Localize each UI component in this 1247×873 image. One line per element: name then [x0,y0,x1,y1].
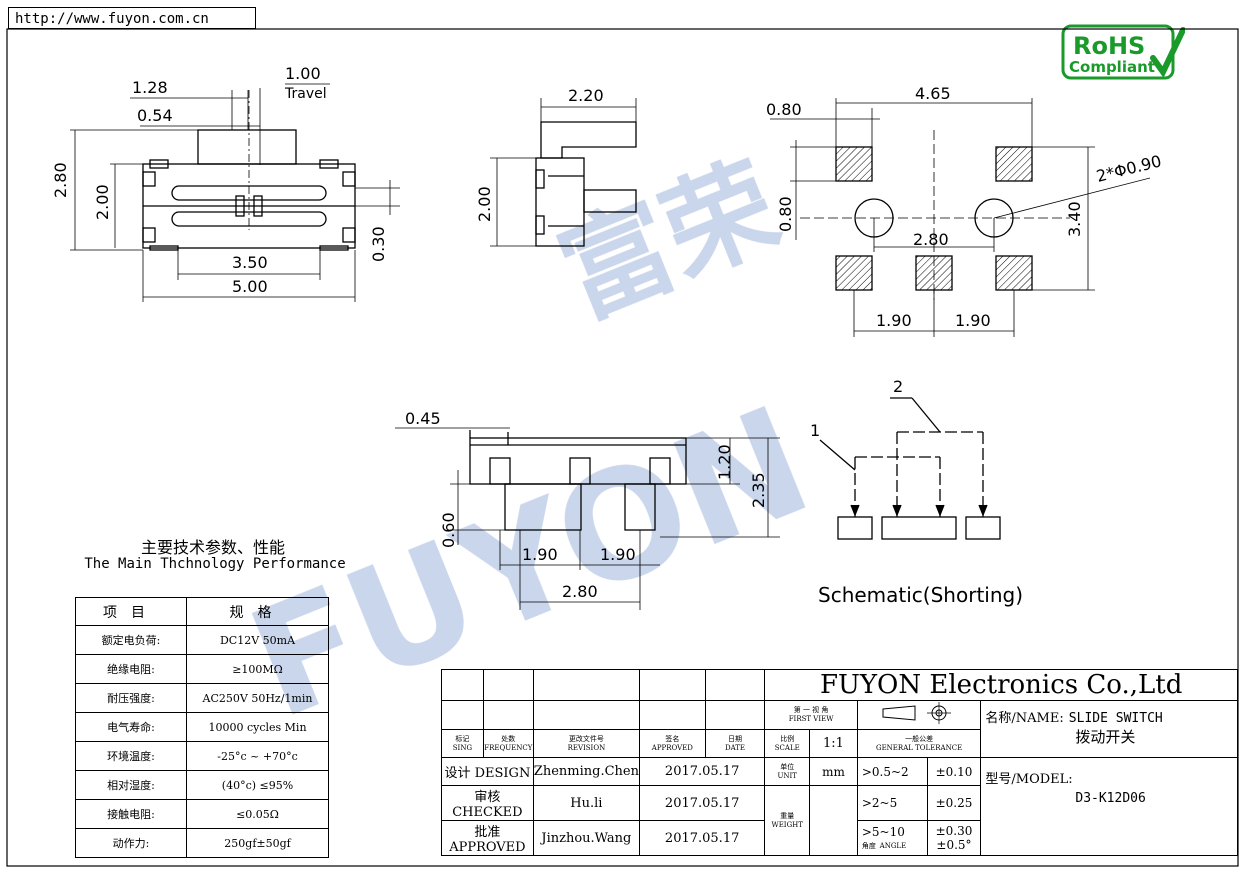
svg-text:0.80: 0.80 [776,196,795,232]
schematic [819,397,1001,540]
table-row: 额定电负荷:DC12V 50mA [75,625,329,655]
table-row: 接触电阻:≤0.05Ω [75,799,329,829]
rohs-compliant-text: Compliant [1069,58,1155,76]
pcb-layout [770,98,1151,337]
svg-text:Travel: Travel [284,86,327,102]
performance-header-row: 项目 规格 [75,597,329,626]
svg-text:2.35: 2.35 [749,472,768,508]
checked-name: Hu.li [532,785,640,821]
name-value-cn: 拨动开关 [1075,728,1136,746]
svg-text:0.30: 0.30 [369,226,388,262]
svg-text:1.00: 1.00 [285,64,321,83]
performance-title-en: The Main Thchnology Performance [84,556,346,572]
svg-text:1.90: 1.90 [600,545,636,564]
design-name: Zhenming.Chen [532,757,640,786]
svg-text:3.50: 3.50 [232,253,268,272]
performance-table: 项目 规格 额定电负荷:DC12V 50mA 绝缘电阻:≥100MΩ 耐压强度:… [75,597,329,858]
svg-text:0.60: 0.60 [439,512,458,548]
pcb-layout-labels: 4.65 0.80 0.80 3.40 2*Φ0.90 2.80 1.90 1.… [766,84,1163,330]
svg-text:2: 2 [893,377,903,396]
name-label: 名称/NAME: [985,711,1064,726]
schematic-labels: 1 2 Schematic(Shorting) [810,377,1023,607]
svg-text:2.20: 2.20 [568,86,604,105]
header-spec: 规格 [186,597,329,626]
svg-text:1.28: 1.28 [132,78,168,97]
checkmark-icon [1150,27,1185,78]
scale-value: 1:1 [809,729,858,758]
sheet-border [6,28,1239,867]
svg-text:2.00: 2.00 [475,186,494,222]
design-date: 2017.05.17 [638,757,766,786]
performance-title-cn: 主要技术参数、性能 [140,538,285,557]
svg-text:2*Φ0.90: 2*Φ0.90 [1094,151,1163,186]
svg-text:1: 1 [810,421,820,440]
svg-text:0.45: 0.45 [405,409,441,428]
watermark-cn: 富荣 [543,141,795,342]
header-item: 项目 [75,597,187,626]
table-row: 耐压强度:AC250V 50Hz/1min [75,683,329,713]
projection-icon [882,702,952,724]
svg-text:Schematic(Shorting): Schematic(Shorting) [818,583,1023,607]
table-row: 环境温度:-25°c ~ +70°c [75,741,329,771]
model-value: D3-K12D06 [1075,791,1146,806]
approved-date: 2017.05.17 [638,820,766,856]
svg-text:2.00: 2.00 [93,184,112,220]
front-view-labels: 1.00 Travel 1.28 0.54 2.80 2.00 0.30 3.5… [51,64,388,296]
rohs-text: RoHS [1073,32,1145,60]
svg-text:2.80: 2.80 [913,230,949,249]
svg-text:1.90: 1.90 [522,545,558,564]
name-value-en: SLIDE SWITCH [1068,711,1163,726]
side-view-labels: 2.20 2.00 [475,86,604,222]
company-name: FUYON Electronics Co.,Ltd [764,669,1238,701]
model-cell: 型号/MODEL: D3-K12D06 [980,757,1238,856]
table-row: 绝缘电阻:≥100MΩ [75,654,329,684]
svg-text:5.00: 5.00 [232,277,268,296]
svg-text:1.20: 1.20 [715,444,734,480]
svg-text:2.80: 2.80 [51,162,70,198]
approved-name: Jinzhou.Wang [532,820,640,856]
svg-text:3.40: 3.40 [1065,201,1084,237]
projection-symbol [856,700,982,730]
svg-text:1.90: 1.90 [955,311,991,330]
pin-view-labels: 0.45 1.20 2.35 0.60 1.90 1.90 2.80 [405,409,768,601]
checked-date: 2017.05.17 [638,785,766,821]
side-view [490,98,637,247]
pin-view [395,427,780,610]
svg-text:4.65: 4.65 [915,84,951,103]
model-label: 型号/MODEL: [985,772,1073,787]
table-row: 相对湿度:(40°c) ≤95% [75,770,329,800]
name-cell: 名称/NAME: SLIDE SWITCH 拨动开关 [980,700,1238,758]
svg-text:0.54: 0.54 [137,106,173,125]
approved-role: 批准 APPROVED [441,820,534,856]
svg-text:1.90: 1.90 [876,311,912,330]
table-row: 电气寿命:10000 cycles Min [75,712,329,742]
front-view [70,83,400,302]
design-role: 设计 DESIGN [441,757,534,786]
rohs-logo: RoHS Compliant [1061,24,1185,80]
unit-value: mm [809,757,858,786]
table-row: 动作力:250gf±50gf [75,828,329,858]
svg-text:0.80: 0.80 [766,100,802,119]
svg-text:2.80: 2.80 [562,582,598,601]
checked-role: 审核 CHECKED [441,785,534,821]
